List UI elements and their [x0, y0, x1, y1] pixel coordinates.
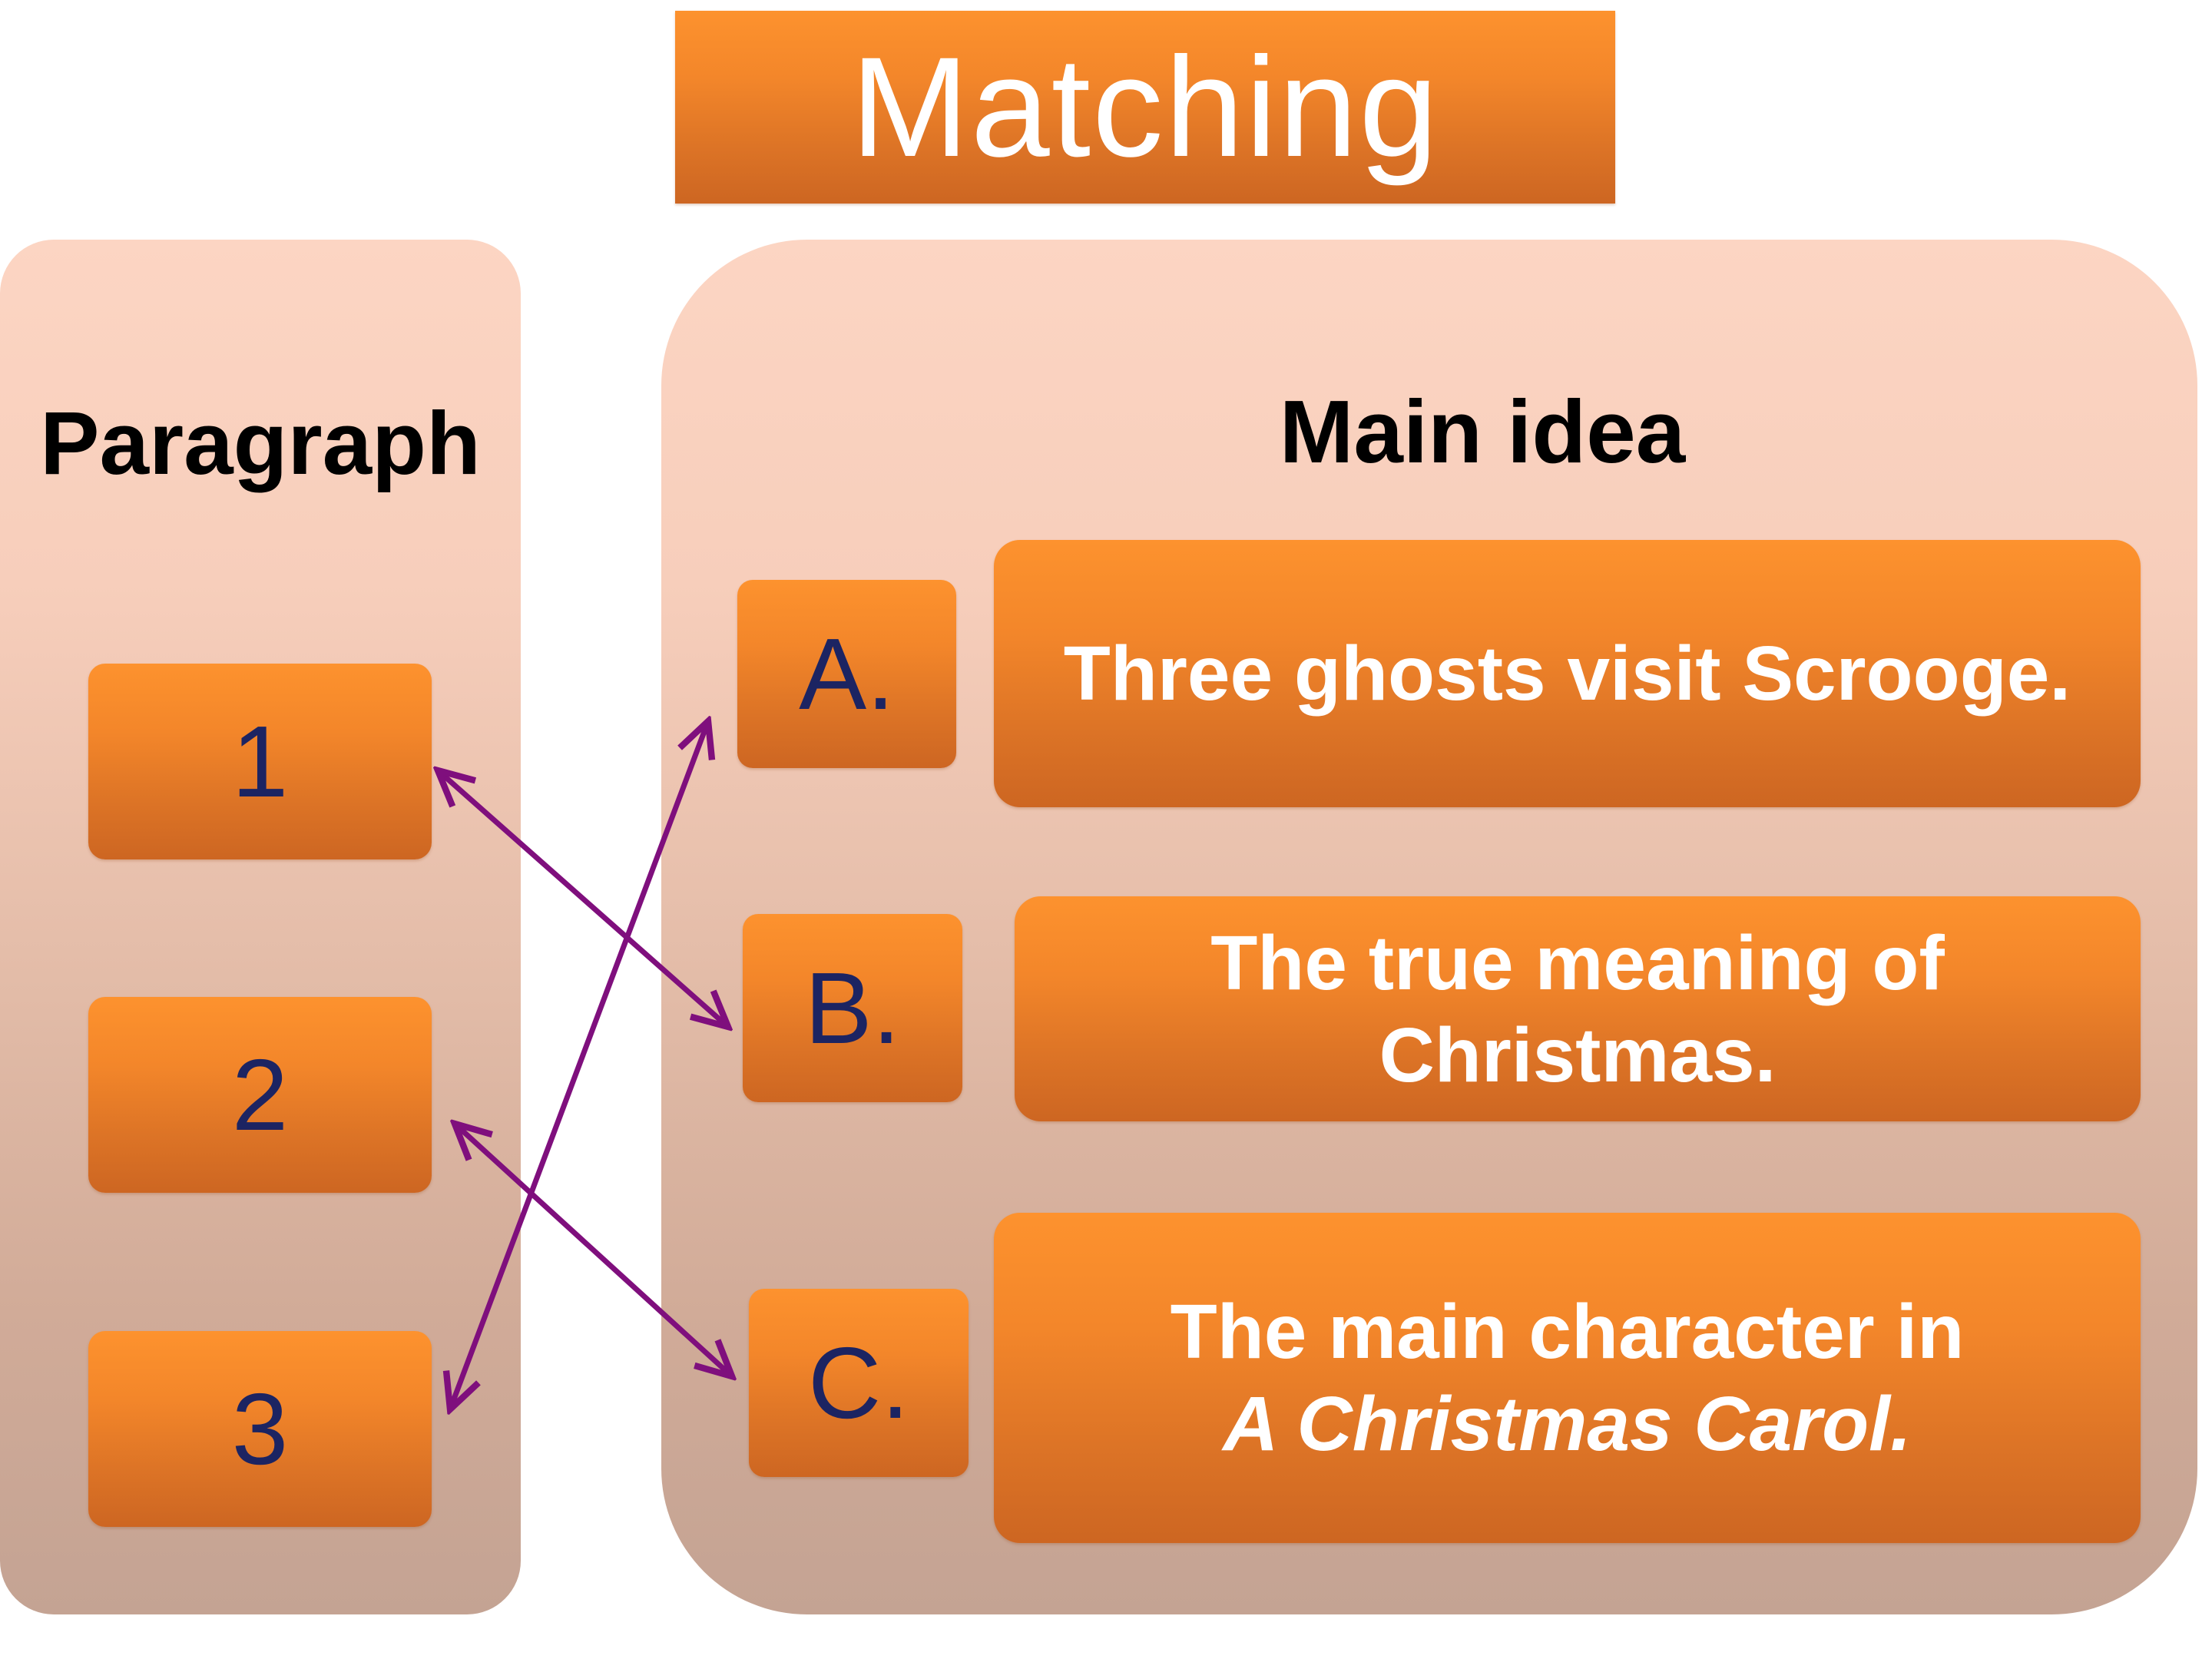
idea-letter-box-c[interactable]: C.: [749, 1289, 969, 1477]
idea-letter-box-a[interactable]: A.: [737, 580, 956, 768]
paragraph-box-1[interactable]: 1: [88, 664, 432, 859]
slide-title: Matching: [850, 28, 1440, 187]
paragraph-heading: Paragraph: [40, 393, 481, 493]
idea-line: The true meaning of: [1210, 919, 1945, 1006]
paragraph-box-2[interactable]: 2: [88, 997, 432, 1193]
idea-box-c[interactable]: The main character in A Christmas Carol.: [994, 1213, 2141, 1543]
paragraph-number: 2: [231, 1038, 289, 1151]
idea-text: The true meaning of Christmas.: [1210, 917, 1945, 1101]
idea-text: Three ghosts visit Scrooge.: [1064, 628, 2071, 720]
main-idea-heading: Main idea: [1279, 382, 1686, 482]
idea-box-a[interactable]: Three ghosts visit Scrooge.: [994, 540, 2141, 807]
idea-letter: A.: [799, 618, 895, 730]
idea-text: The main character in A Christmas Carol.: [1171, 1286, 1965, 1470]
idea-line: Three ghosts visit Scrooge.: [1063, 631, 2071, 717]
idea-line-italic: A Christmas Carol.: [1223, 1381, 1912, 1467]
paragraph-number: 3: [231, 1373, 289, 1485]
paragraph-box-3[interactable]: 3: [88, 1331, 432, 1527]
idea-letter: C.: [808, 1326, 909, 1439]
paragraph-number: 1: [231, 705, 289, 818]
idea-letter: B.: [804, 952, 901, 1065]
title-banner: Matching: [675, 11, 1615, 204]
idea-line: The main character in: [1170, 1289, 1965, 1375]
idea-box-b[interactable]: The true meaning of Christmas.: [1015, 896, 2141, 1121]
idea-letter-box-b[interactable]: B.: [743, 914, 962, 1102]
idea-line: Christmas.: [1379, 1012, 1777, 1098]
